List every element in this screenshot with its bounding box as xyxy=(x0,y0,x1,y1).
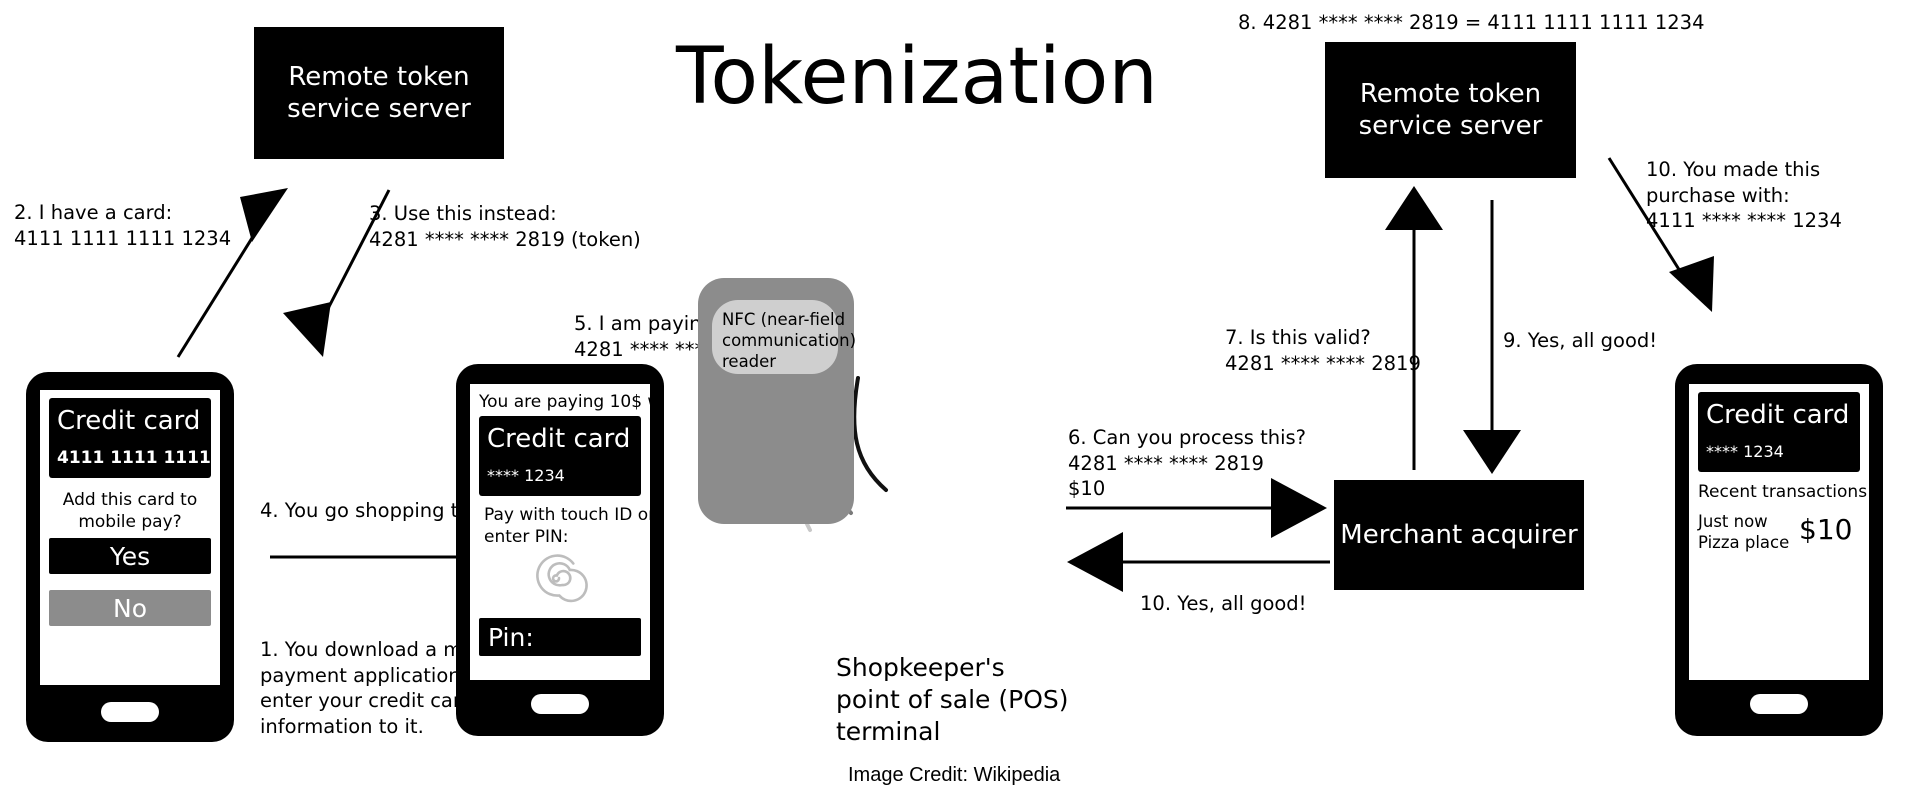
nfc-label-line1: NFC (near-field xyxy=(722,310,846,329)
caption-step-10-phone-line2: purchase with: xyxy=(1646,183,1790,207)
phone-middle-pay-line2: enter PIN: xyxy=(484,526,569,547)
phone-middle-paying-header-text: You are paying 10$ with: xyxy=(479,392,650,412)
phone-left-prompt: Add this card to mobile pay? xyxy=(40,490,220,534)
phone-left-home-button[interactable] xyxy=(101,702,159,722)
caption-step-6-line3: $10 xyxy=(1068,477,1106,501)
phone-middle-screen: You are paying 10$ with: Credit card ***… xyxy=(470,384,650,680)
caption-step-6-line1: 6. Can you process this? xyxy=(1068,426,1307,449)
phone-left-yes-label: Yes xyxy=(109,541,151,571)
phone-left-screen: Credit card 4111 1111 1111 1234 Add this… xyxy=(40,390,220,685)
phone-middle-pay-line1: Pay with touch ID or xyxy=(484,505,650,525)
caption-step-3: 3. Use this instead: 4281 **** **** 2819… xyxy=(369,201,641,252)
phone-left-yes-button[interactable]: Yes xyxy=(49,538,211,574)
phone-left-card-number: 4111 1111 1111 1234 xyxy=(57,448,220,468)
server-left-line2: service server xyxy=(287,94,471,124)
nfc-label-line3: reader xyxy=(722,352,777,372)
phone-left-card-title: Credit card xyxy=(57,406,201,436)
node-merchant-acquirer: Merchant acquirer xyxy=(1334,480,1584,590)
fingerprint-icon[interactable] xyxy=(528,547,590,609)
transaction-amount: $10 xyxy=(1799,513,1853,546)
pos-caption-line2: point of sale (POS) xyxy=(836,685,1069,714)
caption-step-8: 8. 4281 **** **** 2819 = 4111 1111 1111 … xyxy=(1238,10,1705,36)
caption-step-9: 9. Yes, all good! xyxy=(1503,328,1657,354)
caption-step-10-acquirer-line1: 10. Yes, all good! xyxy=(1140,592,1307,615)
phone-right: Credit card **** 1234 Recent transaction… xyxy=(1675,364,1883,736)
caption-step-2: 2. I have a card: 4111 1111 1111 1234 xyxy=(14,200,231,251)
phone-middle-card-title: Credit card xyxy=(487,424,631,454)
server-left-line1: Remote token xyxy=(288,61,470,92)
phone-left: Credit card 4111 1111 1111 1234 Add this… xyxy=(26,372,234,742)
caption-step-1-line2: payment application and xyxy=(260,663,504,687)
phone-right-recent-header: Recent transactions: xyxy=(1698,482,1869,504)
caption-step-10-phone: 10. You made this purchase with: 4111 **… xyxy=(1646,157,1842,234)
phone-left-prompt-line2: mobile pay? xyxy=(78,511,182,532)
caption-step-8-line1: 8. 4281 **** **** 2819 = 4111 1111 1111 … xyxy=(1238,11,1705,34)
phone-left-card[interactable]: Credit card 4111 1111 1111 1234 xyxy=(49,398,220,478)
pos-terminal: NFC (near-field communication) reader xyxy=(698,278,857,524)
caption-step-2-line1: 2. I have a card: xyxy=(14,201,173,224)
phone-middle-card[interactable]: Credit card **** 1234 xyxy=(479,416,641,496)
caption-step-1: 1. You download a mobile payment applica… xyxy=(260,637,509,740)
nfc-reader: NFC (near-field communication) reader xyxy=(712,300,857,374)
caption-step-7-line1: 7. Is this valid? xyxy=(1225,326,1371,349)
caption-step-1-line3: enter your credit card xyxy=(260,689,473,713)
pos-caption-line1: Shopkeeper's xyxy=(836,653,1005,682)
phone-right-screen: Credit card **** 1234 Recent transaction… xyxy=(1689,384,1869,680)
phone-middle-card-number: **** 1234 xyxy=(487,466,565,485)
caption-step-6: 6. Can you process this? 4281 **** **** … xyxy=(1068,425,1306,502)
nfc-label-line2: communication) xyxy=(722,331,857,351)
phone-right-card[interactable]: Credit card **** 1234 xyxy=(1698,392,1860,472)
caption-step-3-line2: 4281 **** **** 2819 (token) xyxy=(369,227,641,251)
phone-right-card-number: **** 1234 xyxy=(1706,442,1784,461)
pos-caption-line3: terminal xyxy=(836,717,941,746)
phone-right-card-title: Credit card xyxy=(1706,400,1850,430)
caption-step-3-line1: 3. Use this instead: xyxy=(369,202,557,225)
caption-step-10-phone-line1: 10. You made this xyxy=(1646,158,1821,181)
caption-step-10-acquirer: 10. Yes, all good! xyxy=(1140,591,1307,617)
caption-step-1-line4: information to it. xyxy=(260,715,424,739)
caption-step-7-line2: 4281 **** **** 2819 xyxy=(1225,351,1421,375)
transaction-merchant: Pizza place xyxy=(1698,532,1790,552)
server-right-line2: service server xyxy=(1358,111,1543,141)
caption-step-7: 7. Is this valid? 4281 **** **** 2819 xyxy=(1225,325,1421,376)
caption-step-6-line2: 4281 **** **** 2819 xyxy=(1068,451,1264,475)
phone-left-no-label: No xyxy=(113,593,147,623)
pos-terminal-caption: Shopkeeper's point of sale (POS) termina… xyxy=(836,652,1069,748)
phone-right-recent-header-text: Recent transactions: xyxy=(1698,482,1869,502)
image-credit: Image Credit: Wikipedia xyxy=(848,764,1061,786)
caption-step-1-line1: 1. You download a mobile xyxy=(260,638,510,661)
arrow-step-10-acquirer xyxy=(1067,532,1330,592)
phone-middle: You are paying 10$ with: Credit card ***… xyxy=(456,364,664,736)
page-title: Tokenization xyxy=(676,32,1158,122)
phone-middle-home-button[interactable] xyxy=(531,694,589,714)
server-right-line1: Remote token xyxy=(1359,78,1542,109)
node-remote-token-service-server-left: Remote token service server xyxy=(254,27,504,159)
phone-left-no-button[interactable]: No xyxy=(49,590,211,626)
phone-middle-pay-prompt: Pay with touch ID or enter PIN: xyxy=(484,505,650,549)
phone-left-prompt-line1: Add this card to xyxy=(62,490,198,510)
transaction-row[interactable]: Just now Pizza place xyxy=(1698,512,1789,553)
caption-step-9-line1: 9. Yes, all good! xyxy=(1503,329,1658,352)
phone-middle-paying-header: You are paying 10$ with: xyxy=(479,392,650,414)
caption-step-10-phone-line3: 4111 **** **** 1234 xyxy=(1646,209,1842,233)
phone-middle-pin-label: Pin: xyxy=(488,622,534,652)
phone-right-home-button[interactable] xyxy=(1750,694,1808,714)
caption-step-2-line2: 4111 1111 1111 1234 xyxy=(14,226,232,250)
transaction-time: Just now xyxy=(1698,512,1768,531)
node-remote-token-service-server-right: Remote token service server xyxy=(1325,42,1576,178)
phone-middle-pin-input[interactable]: Pin: xyxy=(479,618,641,656)
merchant-acquirer-label: Merchant acquirer xyxy=(1340,519,1578,550)
